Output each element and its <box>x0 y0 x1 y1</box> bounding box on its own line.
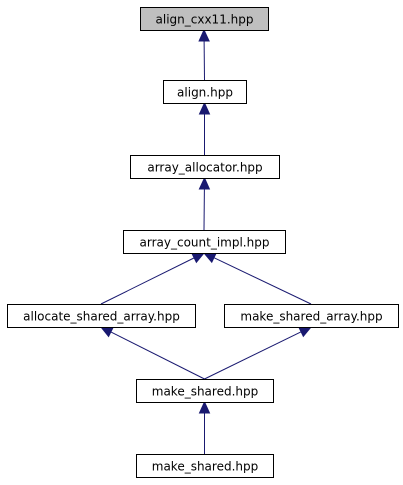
edge-align.hpp-to-align_cxx11.hpp <box>198 28 210 81</box>
edge-make_shared.hpp-to-make_shared.hpp <box>198 400 211 454</box>
arrowhead-icon <box>298 326 313 338</box>
node-label: align.hpp <box>177 86 233 100</box>
edge-make_shared_array.hpp-to-array_count_impl.hpp <box>202 252 312 305</box>
node-box <box>224 304 399 328</box>
arrowhead-icon <box>99 326 114 338</box>
node-label: array_allocator.hpp <box>147 161 262 175</box>
arrowhead-icon <box>202 252 217 264</box>
edge-line <box>100 257 195 305</box>
arrowhead-icon <box>198 400 211 414</box>
edge-make_shared.hpp-to-make_shared_array.hpp <box>204 326 313 380</box>
node-array-allocator-hpp[interactable]: array_allocator.hpp <box>130 155 280 179</box>
edge-line <box>110 331 205 380</box>
node-box <box>140 7 269 31</box>
node-align-cxx11-hpp: align_cxx11.hpp <box>140 7 269 31</box>
node-label: make_shared_array.hpp <box>240 310 382 324</box>
arrowhead-icon <box>198 176 211 190</box>
node-label: make_shared.hpp <box>152 460 258 474</box>
edge-allocate_shared_array.hpp-to-array_count_impl.hpp <box>100 252 206 305</box>
edge-array_count_impl.hpp-to-array_allocator.hpp <box>198 176 211 231</box>
node-make-shared-hpp[interactable]: make_shared.hpp <box>136 379 274 403</box>
node-make-shared-array-hpp[interactable]: make_shared_array.hpp <box>224 304 399 328</box>
arrowhead-icon <box>198 28 210 42</box>
node-box <box>136 454 274 478</box>
node-label: make_shared.hpp <box>152 385 258 399</box>
node-make-shared-hpp[interactable]: make_shared.hpp <box>136 454 274 478</box>
edge-make_shared.hpp-to-allocate_shared_array.hpp <box>99 326 205 380</box>
arrowhead-icon <box>198 101 211 115</box>
node-label: allocate_shared_array.hpp <box>23 310 180 324</box>
arrowhead-icon <box>191 252 206 264</box>
edge-line <box>204 331 302 380</box>
node-label: array_count_impl.hpp <box>140 236 270 250</box>
node-box <box>7 304 196 328</box>
node-box <box>130 155 280 179</box>
edge-array_allocator.hpp-to-align.hpp <box>198 101 211 155</box>
node-box <box>123 230 286 254</box>
nodes-layer: align_cxx11.hpp align.hpp array_allocator.… <box>7 7 399 478</box>
node-box <box>136 379 274 403</box>
node-label: align_cxx11.hpp <box>156 13 254 27</box>
node-align-hpp[interactable]: align.hpp <box>163 80 247 104</box>
edge-line <box>213 257 312 305</box>
node-array-count-impl-hpp[interactable]: array_count_impl.hpp <box>123 230 286 254</box>
node-allocate-shared-array-hpp[interactable]: allocate_shared_array.hpp <box>7 304 196 328</box>
node-box <box>163 80 247 104</box>
edges-layer <box>99 28 313 454</box>
